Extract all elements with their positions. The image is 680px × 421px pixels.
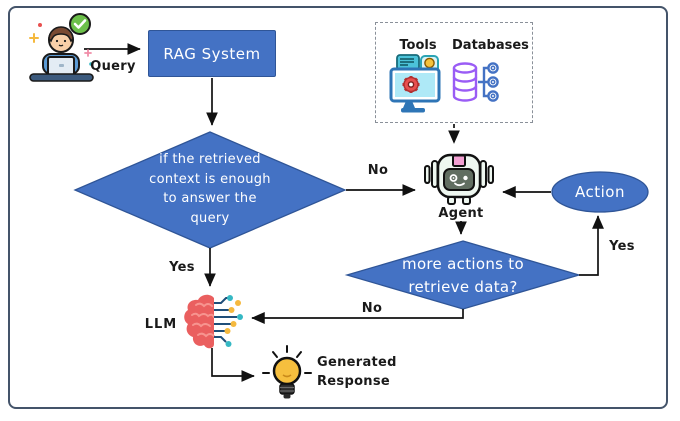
yes-more-edge-label: Yes (609, 239, 635, 254)
decision1-label: if the retrieved context is enough to an… (149, 152, 271, 226)
robot-icon (424, 153, 494, 205)
llm-label: LLM (144, 317, 178, 332)
arrow-llm-to-response (211, 348, 255, 382)
monitor-gear-icon (389, 54, 441, 113)
agent-label: Agent (438, 206, 484, 221)
arrow-decision2-yes-to-action (579, 215, 604, 276)
query-edge-label: Query (90, 59, 136, 74)
decision2-label: more actions to retrieve data? (402, 255, 524, 296)
toolbox-group (375, 22, 533, 123)
person-at-laptop-icon (29, 13, 94, 82)
lightbulb-icon (262, 345, 312, 399)
database-network-icon (452, 62, 499, 102)
no-more-edge-label: No (361, 301, 383, 316)
yes-context-edge-label: Yes (169, 260, 195, 275)
arrow-decision2-no-to-llm (251, 309, 464, 324)
rag-system-node: RAG System (148, 30, 276, 77)
brain-circuit-icon (184, 294, 243, 349)
generated-response-label: Generated Response (317, 355, 397, 389)
tools-label: Tools (399, 38, 437, 53)
action-shape (551, 171, 649, 213)
diagram-border (8, 6, 668, 409)
action-node: Action (575, 183, 625, 201)
no-context-edge-label: No (367, 163, 389, 178)
databases-label: Databases (452, 38, 529, 53)
